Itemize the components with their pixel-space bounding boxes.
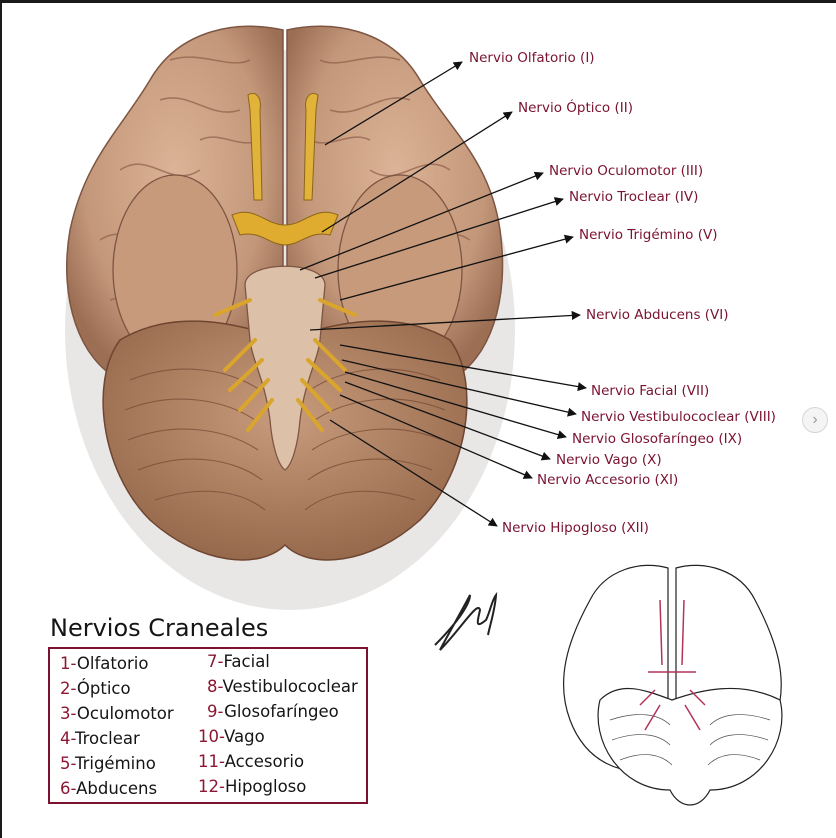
legend-item-num: 4- — [60, 729, 75, 748]
thumbnail-nerves — [639, 599, 706, 731]
legend-item: 9-Glosofaríngeo — [207, 702, 339, 721]
legend-item-name: Vestibulococlear — [222, 677, 358, 696]
frame-left-border — [0, 0, 2, 838]
leader-lines — [299, 61, 587, 527]
legend-item: 12-Hipogloso — [198, 777, 306, 796]
label-vago: Nervio Vago (X) — [556, 452, 662, 468]
label-optico: Nervio Óptico (II) — [518, 100, 633, 116]
legend-item-name: Óptico — [76, 679, 131, 698]
chevron-right-icon[interactable]: › — [802, 407, 828, 433]
legend-item-name: Accesorio — [224, 752, 305, 771]
legend-item: 11-Accesorio — [198, 752, 304, 771]
legend-item: 3-Oculomotor — [60, 704, 174, 723]
legend-item-name: Abducens — [76, 779, 158, 798]
label-accesorio: Nervio Accesorio (XI) — [537, 472, 679, 488]
legend-item-num: 8- — [207, 677, 223, 696]
label-troclear: Nervio Troclear (IV) — [569, 189, 699, 205]
label-abducens: Nervio Abducens (VI) — [586, 307, 729, 323]
optic-chiasm — [231, 211, 339, 246]
legend-item-name: Facial — [223, 652, 270, 671]
legend-item: 10-Vago — [198, 727, 265, 746]
label-oculomotor: Nervio Oculomotor (III) — [549, 163, 704, 179]
olfactory-tracts — [247, 93, 319, 201]
legend-item-name: Hipogloso — [224, 777, 307, 796]
legend-item-num: 12- — [198, 777, 225, 796]
legend-item-num: 10- — [198, 727, 224, 746]
legend-item-num: 11- — [198, 752, 225, 771]
legend-item-name: Oculomotor — [76, 704, 174, 723]
legend-item: 8-Vestibulococlear — [207, 677, 358, 696]
legend-item-num: 7- — [207, 652, 224, 671]
legend-item-num: 1- — [60, 654, 77, 673]
thumbnail-brain — [563, 564, 783, 806]
legend-item-num: 3- — [60, 704, 77, 723]
label-hipogloso: Nervio Hipogloso (XII) — [502, 520, 649, 536]
brainstem — [244, 265, 326, 471]
legend-item: 4-Troclear — [60, 729, 140, 748]
label-trigemino: Nervio Trigémino (V) — [579, 227, 718, 243]
legend-item-name: Troclear — [74, 729, 140, 748]
legend-item: 2-Óptico — [60, 679, 131, 698]
legend-item-name: Trigémino — [74, 754, 156, 773]
legend-item-num: 2- — [60, 679, 77, 698]
legend-item-num: 6- — [60, 779, 77, 798]
thumbnail-folia — [609, 714, 771, 766]
artist-signature — [434, 591, 498, 651]
legend-item: 1-Olfatorio — [60, 654, 148, 673]
legend-item-name: Vago — [223, 727, 265, 746]
legend-item: 7-Facial — [207, 652, 270, 671]
legend-item-num: 9- — [207, 702, 225, 721]
legend-item: 6-Abducens — [60, 779, 157, 798]
label-vestibulococlear: Nervio Vestibulococlear (VIII) — [581, 409, 776, 425]
nerve-roots — [213, 298, 357, 432]
label-glosofaringeo: Nervio Glosofaríngeo (IX) — [572, 431, 743, 447]
legend-item-name: Glosofaríngeo — [224, 702, 339, 721]
cerebellum-folia — [124, 368, 446, 511]
label-facial: Nervio Facial (VII) — [591, 383, 710, 399]
legend-item-num: 5- — [60, 754, 75, 773]
legend-title: Nervios Craneales — [50, 614, 269, 642]
legend-box: 1-Olfatorio 2-Óptico 3-Oculomotor 4-Troc… — [48, 647, 368, 804]
label-olfatorio: Nervio Olfatorio (I) — [469, 50, 595, 66]
frame-top-border — [0, 0, 836, 3]
legend-item-name: Olfatorio — [76, 654, 149, 673]
legend-item: 5-Trigémino — [60, 754, 156, 773]
